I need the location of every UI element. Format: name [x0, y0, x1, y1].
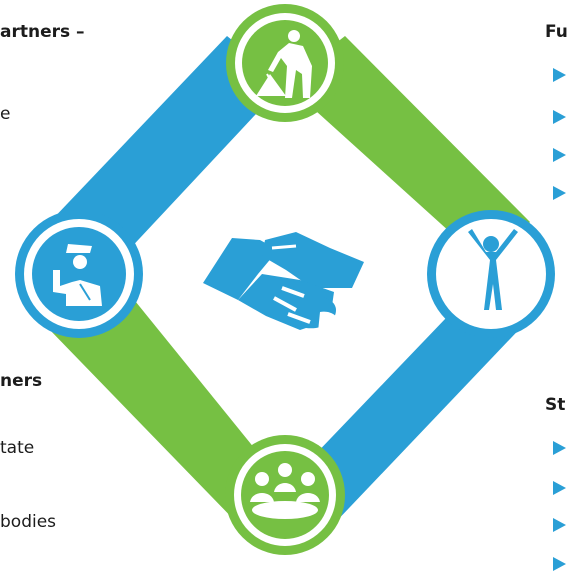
left-node	[15, 210, 143, 338]
triangle-arrow-icon	[553, 441, 566, 455]
meeting-group-icon	[250, 463, 320, 519]
band-top-left	[48, 36, 285, 270]
top-right-panel-heading: Fu	[545, 22, 568, 42]
lower-left-panel-heading: ners	[0, 371, 43, 391]
triangle-arrow-icon	[553, 68, 566, 82]
triangle-arrow-icon	[553, 481, 566, 495]
triangle-arrow-icon	[553, 148, 566, 162]
top-node	[226, 4, 344, 122]
left-panel-heading: artners –	[0, 22, 85, 42]
lower-left-panel-line: tate	[0, 438, 35, 458]
right-node	[427, 210, 555, 338]
celebrating-person-icon	[468, 229, 518, 310]
triangle-arrow-icon	[553, 518, 566, 532]
band-bottom-right	[285, 270, 530, 528]
band-bottom-left	[48, 270, 285, 528]
bottom-right-panel-heading: St	[545, 395, 566, 415]
triangle-arrow-icon	[553, 557, 566, 571]
triangle-arrow-icon	[553, 186, 566, 200]
triangle-arrow-icon	[553, 110, 566, 124]
lower-left-panel-line: bodies	[0, 512, 57, 532]
left-panel-line: e	[0, 104, 11, 124]
bottom-node	[225, 435, 345, 555]
band-top-right	[285, 36, 530, 270]
construction-worker-icon	[256, 30, 312, 98]
police-officer-icon	[53, 244, 102, 306]
handshake-icon	[203, 232, 364, 333]
